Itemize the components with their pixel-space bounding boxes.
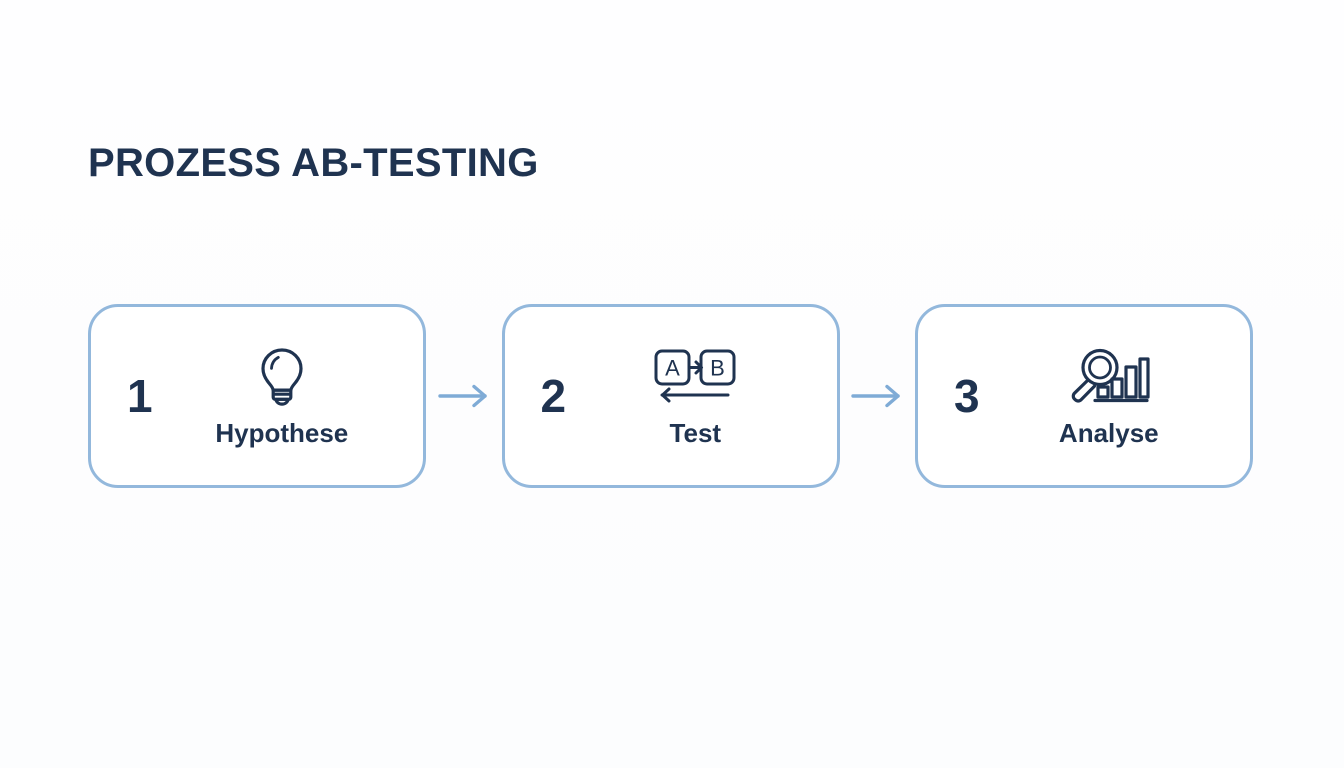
process-flow: 1 Hypothese <box>88 303 1253 489</box>
page-title: PROZESS AB-TESTING <box>88 141 539 185</box>
step-number-2: 2 <box>540 370 567 422</box>
connector-1 <box>428 383 500 409</box>
step-label-2: Test <box>669 418 722 448</box>
step-card-1[interactable]: 1 Hypothese <box>88 304 426 488</box>
ab-test-icon: A B <box>649 346 741 408</box>
svg-text:B: B <box>710 356 725 381</box>
connector-2 <box>841 383 913 409</box>
svg-text:A: A <box>665 356 680 381</box>
arrow-right-icon <box>438 383 490 409</box>
step-label-3: Analyse <box>1058 418 1159 448</box>
arrow-right-icon <box>851 383 903 409</box>
step-content-1: Hypothese <box>153 346 423 446</box>
step-label-1: Hypothese <box>215 418 349 448</box>
magnifier-bar-chart-icon <box>1067 346 1151 408</box>
step-number-3: 3 <box>954 370 980 422</box>
step-number-1: 1 <box>127 370 153 422</box>
step-content-3: Analyse <box>980 346 1250 446</box>
step-card-3[interactable]: 3 Analyse <box>915 304 1253 488</box>
step-content-2: A B Test <box>566 346 836 446</box>
step-card-2[interactable]: 2 A B Test <box>501 304 840 488</box>
lightbulb-icon <box>253 346 311 408</box>
